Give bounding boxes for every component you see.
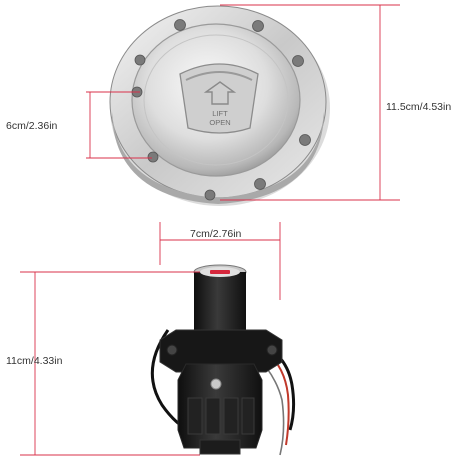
screw-icon — [210, 378, 222, 390]
cap-hole-spacing-label: 6cm/2.36in — [6, 120, 58, 132]
switch-height-label: 11cm/4.33in — [6, 355, 63, 367]
cap-screws — [131, 19, 311, 201]
screw-icon — [204, 189, 216, 201]
screw-icon — [299, 134, 311, 146]
lift-open-flap: LIFT OPEN — [179, 63, 259, 134]
screw-icon — [254, 178, 266, 190]
dimension-lines-switch — [20, 222, 281, 456]
cap-text-open: OPEN — [209, 118, 230, 127]
dimension-lines-cap — [86, 4, 400, 201]
switch-width-label: 7cm/2.76in — [190, 228, 242, 240]
cap-diameter-label: 11.5cm/4.53in — [386, 101, 452, 113]
screw-icon — [252, 20, 264, 32]
screw-icon — [147, 151, 159, 163]
fuel-cap: LIFT OPEN — [109, 5, 330, 206]
screw-icon — [134, 54, 146, 66]
cap-text-lift: LIFT — [212, 109, 228, 118]
arrow-up-icon — [203, 81, 237, 105]
screw-icon — [292, 55, 304, 67]
ignition-switch — [150, 264, 296, 456]
key-slot-icon — [210, 270, 230, 274]
screw-icon — [174, 19, 186, 31]
